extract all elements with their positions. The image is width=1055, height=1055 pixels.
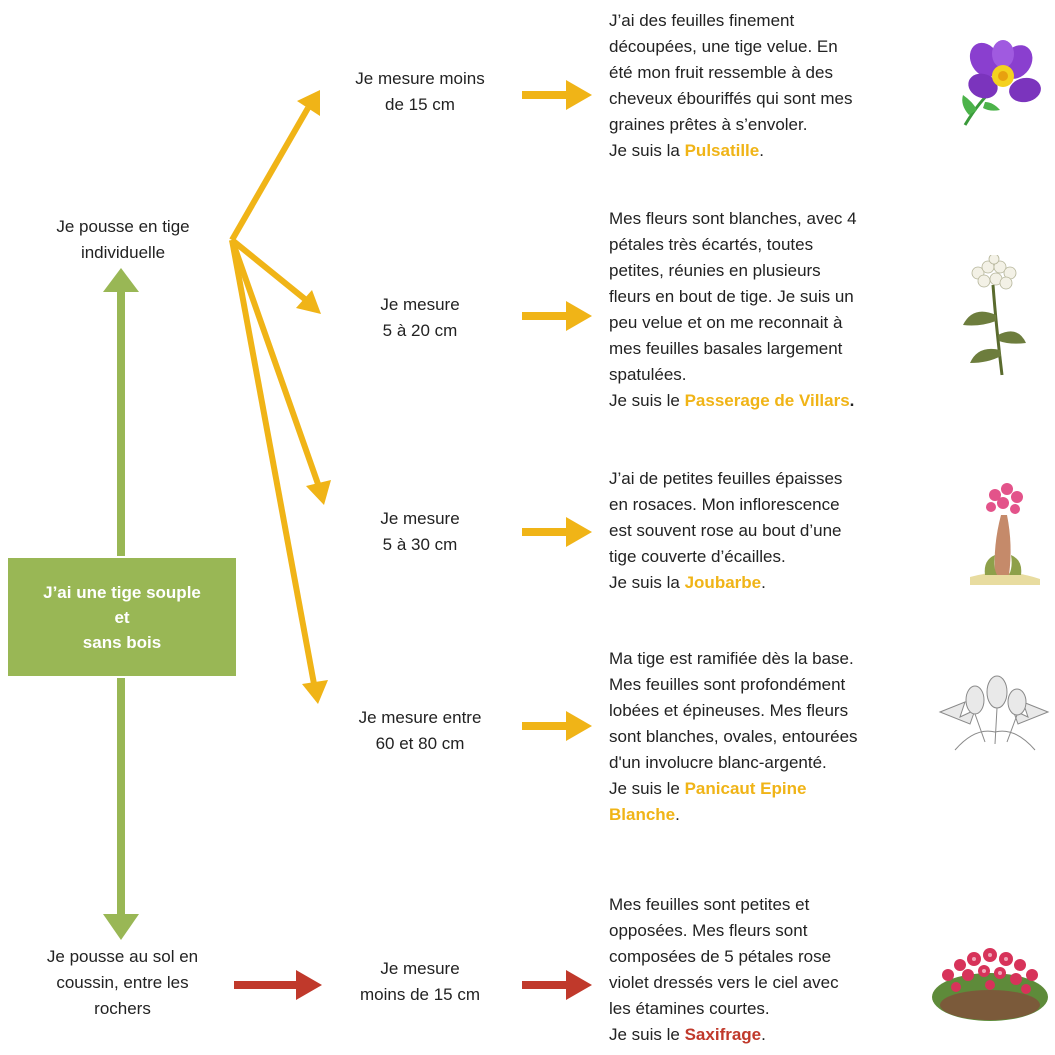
species-name-line-1: Panicaut Epine	[684, 779, 807, 798]
desc-line: en rosaces. Mon inflorescence	[609, 495, 840, 514]
species-suffix: .	[675, 805, 680, 824]
root-box: J’ai une tige souple et sans bois	[8, 558, 236, 676]
saxifrage-illustration-icon	[932, 948, 1048, 1021]
desc-line: cheveux ébouriffés qui sont mes	[609, 89, 853, 108]
size-label-2: Je mesure 5 à 20 cm	[325, 292, 515, 344]
desc-line: été mon fruit ressemble à des	[609, 63, 833, 82]
desc-line: les étamines courtes.	[609, 999, 770, 1018]
passerage-illustration-icon	[963, 255, 1026, 376]
species-name-line-2: Blanche	[609, 805, 676, 824]
species-line: Je suis le Panicaut Epine	[609, 776, 939, 802]
size-label-3: Je mesure 5 à 30 cm	[325, 506, 515, 558]
desc-line: pétales très écartés, toutes	[609, 235, 814, 254]
description-pulsatille: J’ai des feuilles finement découpées, un…	[609, 8, 929, 164]
species-name: Saxifrage	[684, 1025, 762, 1044]
size-label-1-line-2: de 15 cm	[385, 95, 455, 114]
desc-line: Mes feuilles sont petites et	[609, 895, 810, 914]
species-name: Pulsatille	[684, 141, 760, 160]
branch-individual-line-2: individuelle	[80, 243, 166, 262]
root-line-3: sans bois	[82, 632, 162, 652]
desc-line: violet dressés vers le ciel avec	[609, 973, 839, 992]
description-passerage: Mes fleurs sont blanches, avec 4 pétales…	[609, 206, 939, 414]
species-line: Je suis le Passerage de Villars.	[609, 388, 939, 414]
description-joubarbe: J’ai de petites feuilles épaisses en ros…	[609, 466, 929, 596]
size-label-4-line-2: 60 et 80 cm	[375, 734, 465, 753]
species-line-2: Blanche.	[609, 802, 939, 828]
branch-cushion: Je pousse au sol en coussin, entre les r…	[10, 944, 235, 1022]
desc-line: découpées, une tige velue. En	[609, 37, 838, 56]
branch-cushion-line-2: coussin, entre les	[56, 973, 189, 992]
branch-cushion-line-3: rochers	[94, 999, 151, 1018]
desc-line: peu velue et on me reconnait à	[609, 313, 843, 332]
species-line: Je suis la Pulsatille.	[609, 138, 929, 164]
size-label-5-line-2: moins de 15 cm	[360, 985, 480, 1004]
species-suffix: .	[761, 573, 766, 592]
species-name: Joubarbe	[684, 573, 762, 592]
desc-line: mes feuilles basales largement	[609, 339, 843, 358]
yellow-diagonal-arrows	[229, 90, 331, 704]
desc-line: sont blanches, ovales, entourées	[609, 727, 858, 746]
description-panicaut: Ma tige est ramifiée dès la base. Mes fe…	[609, 646, 939, 828]
desc-line: fleurs en bout de tige. Je suis un	[609, 287, 854, 306]
description-saxifrage: Mes feuilles sont petites et opposées. M…	[609, 892, 929, 1048]
species-prefix: Je suis le	[609, 391, 685, 410]
species-prefix: Je suis le	[609, 1025, 685, 1044]
size-label-2-line-2: 5 à 20 cm	[382, 321, 458, 340]
species-line: Je suis la Joubarbe.	[609, 570, 929, 596]
branch-cushion-line-1: Je pousse au sol en	[46, 947, 199, 966]
size-label-4-line-1: Je mesure entre	[358, 708, 482, 727]
size-label-5: Je mesure moins de 15 cm	[325, 956, 515, 1008]
species-suffix: .	[761, 1025, 766, 1044]
species-line: Je suis le Saxifrage.	[609, 1022, 929, 1048]
desc-line: est souvent rose au bout d’une	[609, 521, 842, 540]
species-suffix: .	[849, 391, 855, 410]
desc-line: petites, réunies en plusieurs	[609, 261, 821, 280]
joubarbe-illustration-icon	[970, 483, 1040, 585]
size-label-3-line-2: 5 à 30 cm	[382, 535, 458, 554]
desc-line: J’ai de petites feuilles épaisses	[609, 469, 843, 488]
size-label-1: Je mesure moins de 15 cm	[325, 66, 515, 118]
yellow-horizontal-arrows	[522, 80, 592, 741]
desc-line: composées de 5 pétales rose	[609, 947, 832, 966]
species-name: Passerage de Villars	[684, 391, 850, 410]
red-arrows	[234, 970, 592, 1000]
desc-line: Ma tige est ramifiée dès la base.	[609, 649, 854, 668]
species-prefix: Je suis le	[609, 779, 685, 798]
desc-line: lobées et épineuses. Mes fleurs	[609, 701, 849, 720]
desc-line: graines prêtes à s’envoler.	[609, 115, 808, 134]
desc-line: Mes fleurs sont blanches, avec 4	[609, 209, 857, 228]
root-line-1: J’ai une tige souple	[43, 582, 201, 602]
desc-line: opposées. Mes fleurs sont	[609, 921, 808, 940]
branch-individual-line-1: Je pousse en tige	[56, 217, 190, 236]
size-label-2-line-1: Je mesure	[380, 295, 460, 314]
panicaut-illustration-icon	[938, 675, 1050, 751]
size-label-3-line-1: Je mesure	[380, 509, 460, 528]
desc-line: spatulées.	[609, 365, 687, 384]
desc-line: J’ai des feuilles finement	[609, 11, 795, 30]
desc-line: Mes feuilles sont profondément	[609, 675, 846, 694]
desc-line: d'un involucre blanc-argenté.	[609, 753, 827, 772]
species-prefix: Je suis la	[609, 573, 685, 592]
branch-individual: Je pousse en tige individuelle	[18, 214, 228, 266]
green-arrows	[103, 268, 139, 940]
desc-line: tige couverte d’écailles.	[609, 547, 786, 566]
size-label-1-line-1: Je mesure moins	[355, 69, 485, 88]
size-label-5-line-1: Je mesure	[380, 959, 460, 978]
size-label-4: Je mesure entre 60 et 80 cm	[325, 705, 515, 757]
species-prefix: Je suis la	[609, 141, 685, 160]
root-line-2: et	[114, 607, 130, 627]
pulsatille-illustration-icon	[962, 40, 1041, 126]
species-suffix: .	[759, 141, 764, 160]
